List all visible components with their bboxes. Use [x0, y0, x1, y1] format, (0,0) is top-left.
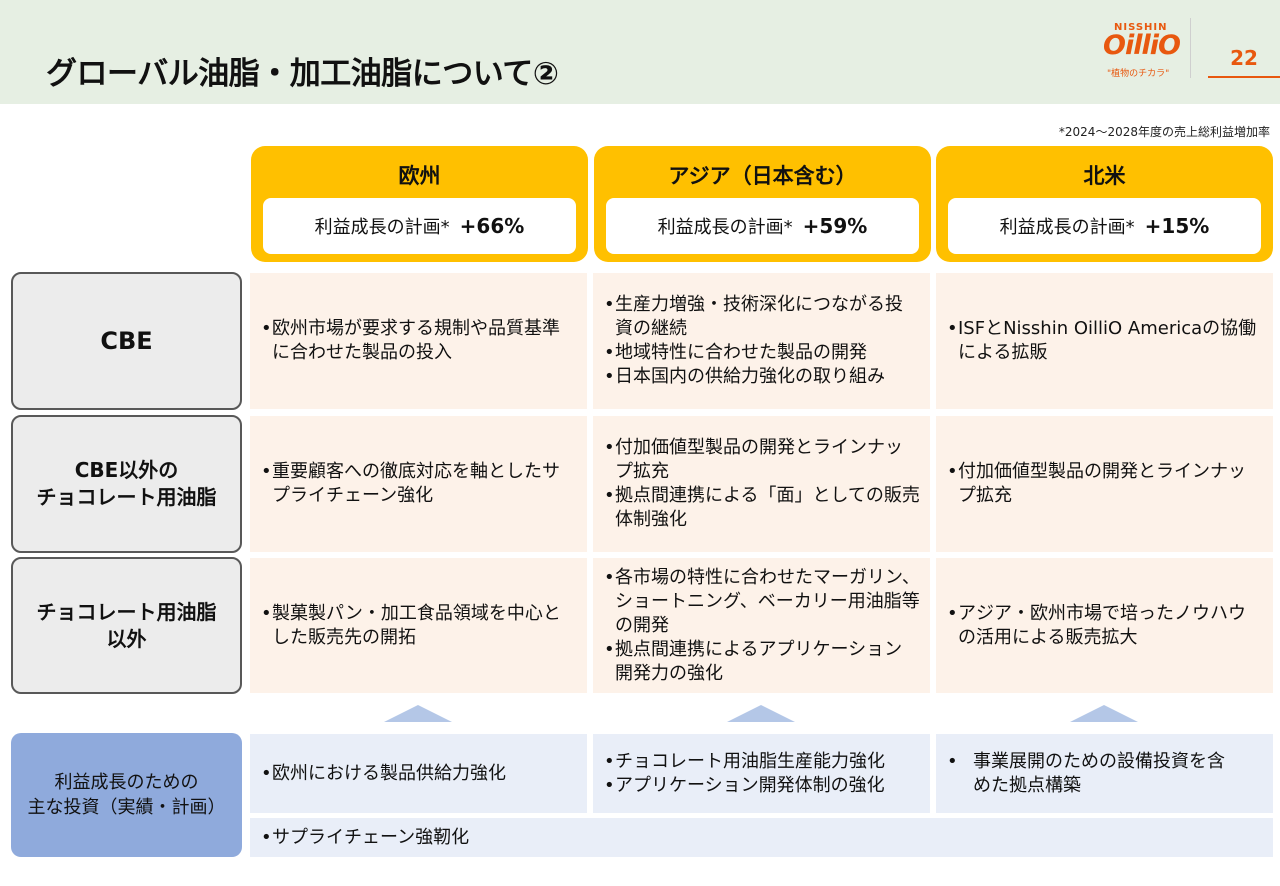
list-item: 製菓製パン・加工食品領域を中心とした販売先の開拓 — [261, 602, 577, 650]
investment-cell-europe: 欧州における製品供給力強化 — [250, 734, 587, 813]
list-item: 付加価値型製品の開発とラインナップ拡充 — [604, 436, 920, 484]
list-item: 欧州における製品供給力強化 — [261, 762, 577, 786]
list-item: 欧州市場が要求する規制や品質基準に合わせた製品の投入 — [261, 317, 577, 365]
investment-cell-asia: チョコレート用油脂生産能力強化 アプリケーション開発体制の強化 — [593, 734, 930, 813]
list-item: チョコレート用油脂生産能力強化 — [604, 750, 920, 774]
growth-box: 利益成長の計画* +66% — [263, 198, 576, 254]
region-name: アジア（日本含む） — [668, 164, 857, 188]
investment-label-line: 利益成長のための — [54, 772, 199, 793]
list-item: 事業展開のための設備投資を含めた拠点構築 — [947, 750, 1233, 798]
cell-other-north-america: アジア・欧州市場で培ったノウハウの活用による販売拡大 — [936, 558, 1273, 693]
row-label-line: 以外 — [106, 626, 147, 651]
growth-label: 利益成長の計画* — [999, 217, 1135, 238]
row-label-line: CBE以外の — [74, 458, 179, 482]
logo-tagline: "植物のチカラ" — [1107, 69, 1170, 79]
logo-company-text: NISSHIN — [1114, 22, 1168, 33]
cell-cbe-asia: 生産力増強・技術深化につながる投資の継続 地域特性に合わせた製品の開発 日本国内… — [593, 273, 930, 409]
row-label-cbe: CBE — [11, 272, 242, 410]
growth-label: 利益成長の計画* — [657, 217, 793, 238]
page-title: グローバル油脂・加工油脂について② — [46, 56, 559, 92]
cell-other-europe: 製菓製パン・加工食品領域を中心とした販売先の開拓 — [250, 558, 587, 693]
row-label-non-cbe-chocolate-fats: CBE以外の チョコレート用油脂 — [11, 415, 242, 553]
growth-box: 利益成長の計画* +15% — [948, 198, 1261, 254]
list-item: 拠点間連携によるアプリケーション開発力の強化 — [604, 638, 920, 686]
growth-value: +15% — [1144, 214, 1210, 238]
list-item: 重要顧客への徹底対応を軸としたサプライチェーン強化 — [261, 460, 577, 508]
cell-other-asia: 各市場の特性に合わせたマーガリン、ショートニング、ベーカリー用油脂等の開発 拠点… — [593, 558, 930, 693]
list-item: 生産力増強・技術深化につながる投資の継続 — [604, 293, 920, 341]
page-number: 22 — [1230, 46, 1258, 70]
header-divider — [1190, 18, 1191, 78]
cell-cbe-europe: 欧州市場が要求する規制や品質基準に合わせた製品の投入 — [250, 273, 587, 409]
footnote: *2024～2028年度の売上総利益増加率 — [1058, 125, 1270, 139]
row-label-line: CBE — [100, 327, 153, 355]
list-item: 地域特性に合わせた製品の開発 — [604, 341, 920, 365]
list-item: 日本国内の供給力強化の取り組み — [604, 365, 920, 389]
row-label-line: チョコレート用油脂 — [36, 485, 217, 509]
region-name: 北米 — [1083, 164, 1126, 188]
growth-box: 利益成長の計画* +59% — [606, 198, 919, 254]
growth-value: +59% — [802, 214, 868, 238]
cell-cbe-north-america: ISFとNisshin OilliO Americaの協働による拡販 — [936, 273, 1273, 409]
list-item: アジア・欧州市場で培ったノウハウの活用による販売拡大 — [947, 602, 1263, 650]
list-item: 付加価値型製品の開発とラインナップ拡充 — [947, 460, 1263, 508]
list-item: 拠点間連携による「面」としての販売体制強化 — [604, 484, 920, 532]
region-header-asia: アジア（日本含む） 利益成長の計画* +59% — [594, 146, 931, 262]
list-item: サプライチェーン強靭化 — [261, 826, 1263, 850]
row-label-line: チョコレート用油脂 — [36, 599, 217, 624]
list-item: アプリケーション開発体制の強化 — [604, 774, 920, 798]
investment-cell-north-america: 事業展開のための設備投資を含めた拠点構築 — [936, 734, 1273, 813]
header-banner: グローバル油脂・加工油脂について② NISSHIN OilliO "植物のチカラ… — [0, 0, 1280, 104]
growth-label: 利益成長の計画* — [314, 217, 450, 238]
investment-cell-shared: サプライチェーン強靭化 — [250, 818, 1273, 857]
cell-chocolate-north-america: 付加価値型製品の開発とラインナップ拡充 — [936, 416, 1273, 552]
region-name: 欧州 — [398, 164, 441, 188]
page-number-underline — [1208, 76, 1280, 78]
row-label-non-chocolate-fats: チョコレート用油脂 以外 — [11, 557, 242, 694]
up-arrow-icon — [727, 705, 795, 722]
list-item: 各市場の特性に合わせたマーガリン、ショートニング、ベーカリー用油脂等の開発 — [604, 566, 920, 638]
cell-chocolate-europe: 重要顧客への徹底対応を軸としたサプライチェーン強化 — [250, 416, 587, 552]
growth-value: +66% — [459, 214, 525, 238]
region-header-europe: 欧州 利益成長の計画* +66% — [251, 146, 588, 262]
list-item: ISFとNisshin OilliO Americaの協働による拡販 — [947, 317, 1263, 365]
cell-chocolate-asia: 付加価値型製品の開発とラインナップ拡充 拠点間連携による「面」としての販売体制強… — [593, 416, 930, 552]
region-header-north-america: 北米 利益成長の計画* +15% — [936, 146, 1273, 262]
brand-logo: OilliO — [1103, 30, 1181, 61]
investment-label: 利益成長のための 主な投資（実績・計画） — [11, 733, 242, 857]
investment-label-line: 主な投資（実績・計画） — [27, 797, 226, 818]
up-arrow-icon — [384, 705, 452, 722]
up-arrow-icon — [1070, 705, 1138, 722]
